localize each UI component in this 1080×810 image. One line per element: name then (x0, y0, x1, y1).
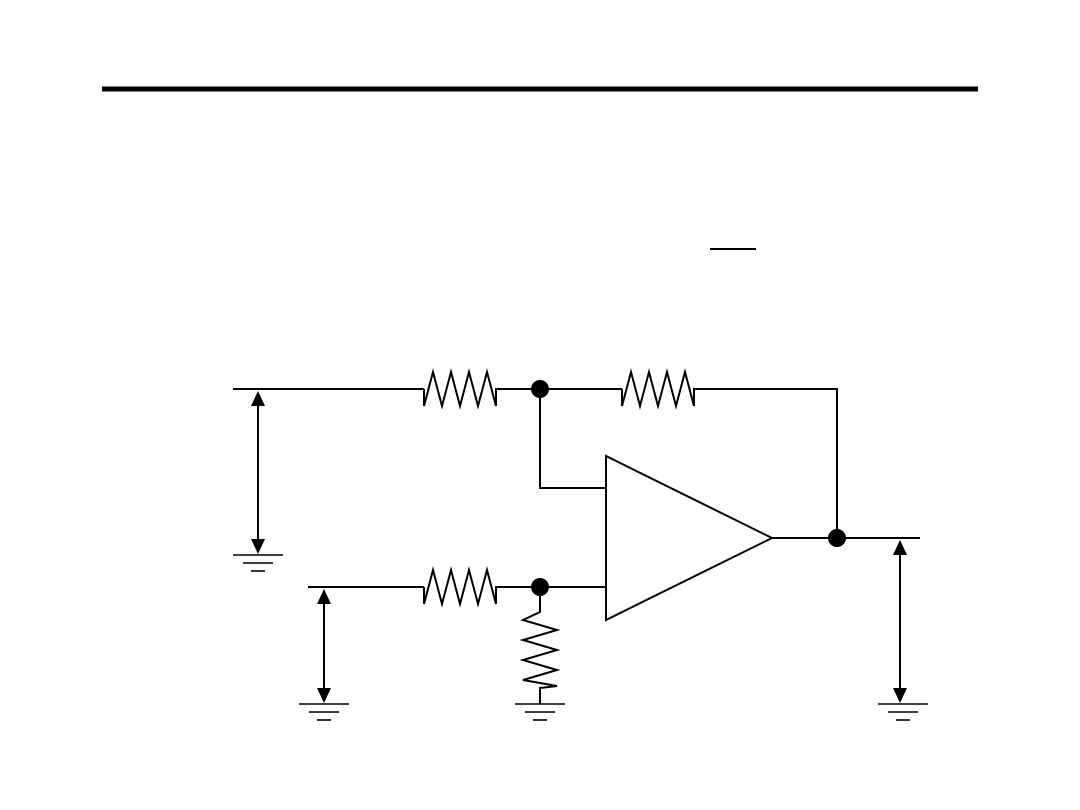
top-input-branch (233, 368, 540, 410)
ground-symbol-left (233, 554, 283, 572)
output-node (828, 529, 846, 547)
input-resistor-top (423, 368, 498, 410)
feedback-branch (540, 368, 838, 538)
input-resistor-bottom (423, 566, 498, 608)
bottom-input-branch (308, 566, 606, 608)
feedback-return-wire (696, 388, 838, 538)
inverting-input-wire (539, 389, 606, 489)
voltage-arrow-v2 (317, 589, 331, 703)
ground-symbol-resistor (515, 703, 565, 721)
ground-resistor (519, 587, 561, 704)
ground-symbol-bottom-left (299, 703, 349, 721)
voltage-arrow-vout (893, 540, 907, 703)
ground-symbol-output (878, 703, 928, 721)
feedback-resistor (621, 368, 696, 410)
voltage-arrow-v1 (251, 391, 265, 554)
op-amp (605, 454, 775, 622)
